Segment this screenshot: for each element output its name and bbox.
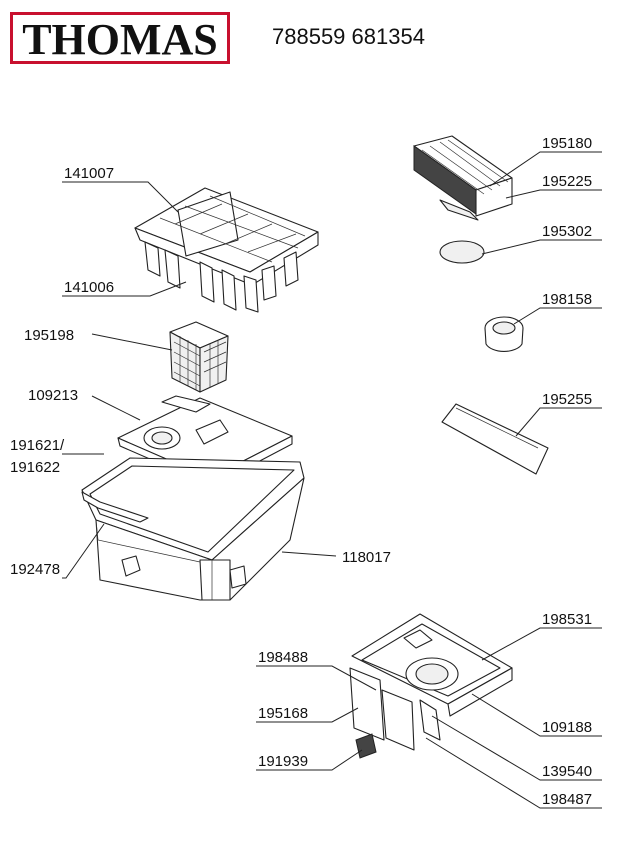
filter-cube (169, 321, 229, 393)
label-191622: 191622 (10, 459, 60, 476)
label-195180: 195180 (542, 135, 592, 152)
insert-basket (134, 187, 319, 313)
flap-fold-line (455, 407, 539, 449)
label-109213: 109213 (28, 387, 78, 404)
flap-195255 (441, 403, 549, 475)
label-141007: 141007 (64, 165, 114, 182)
brand-text: THOMAS (22, 15, 218, 64)
grommet-198158 (484, 316, 524, 353)
label-192478: 192478 (10, 561, 60, 578)
label-198487: 198487 (542, 791, 592, 808)
label-109188: 109188 (542, 719, 592, 736)
label-195198: 195198 (24, 327, 74, 344)
label-195225: 195225 (542, 173, 592, 190)
label-191939: 191939 (258, 753, 308, 770)
main-container (81, 457, 305, 601)
label-141006: 141006 (64, 279, 114, 296)
seal-195302 (439, 240, 485, 264)
label-198531: 198531 (542, 611, 592, 628)
label-195255: 195255 (542, 391, 592, 408)
hepa-filter-assembly (413, 135, 513, 221)
label-139540: 139540 (542, 763, 592, 780)
cover-assembly (349, 613, 513, 759)
leader-lines (62, 151, 602, 809)
label-191621: 191621/ (10, 437, 65, 454)
label-118017: 118017 (342, 549, 391, 566)
label-198488: 198488 (258, 649, 308, 666)
label-198158: 198158 (542, 291, 592, 308)
label-195168: 195168 (258, 705, 308, 722)
part-numbers-title: 788559 681354 (272, 24, 425, 49)
thomas-logo: THOMAS (10, 12, 230, 64)
label-195302: 195302 (542, 223, 592, 240)
